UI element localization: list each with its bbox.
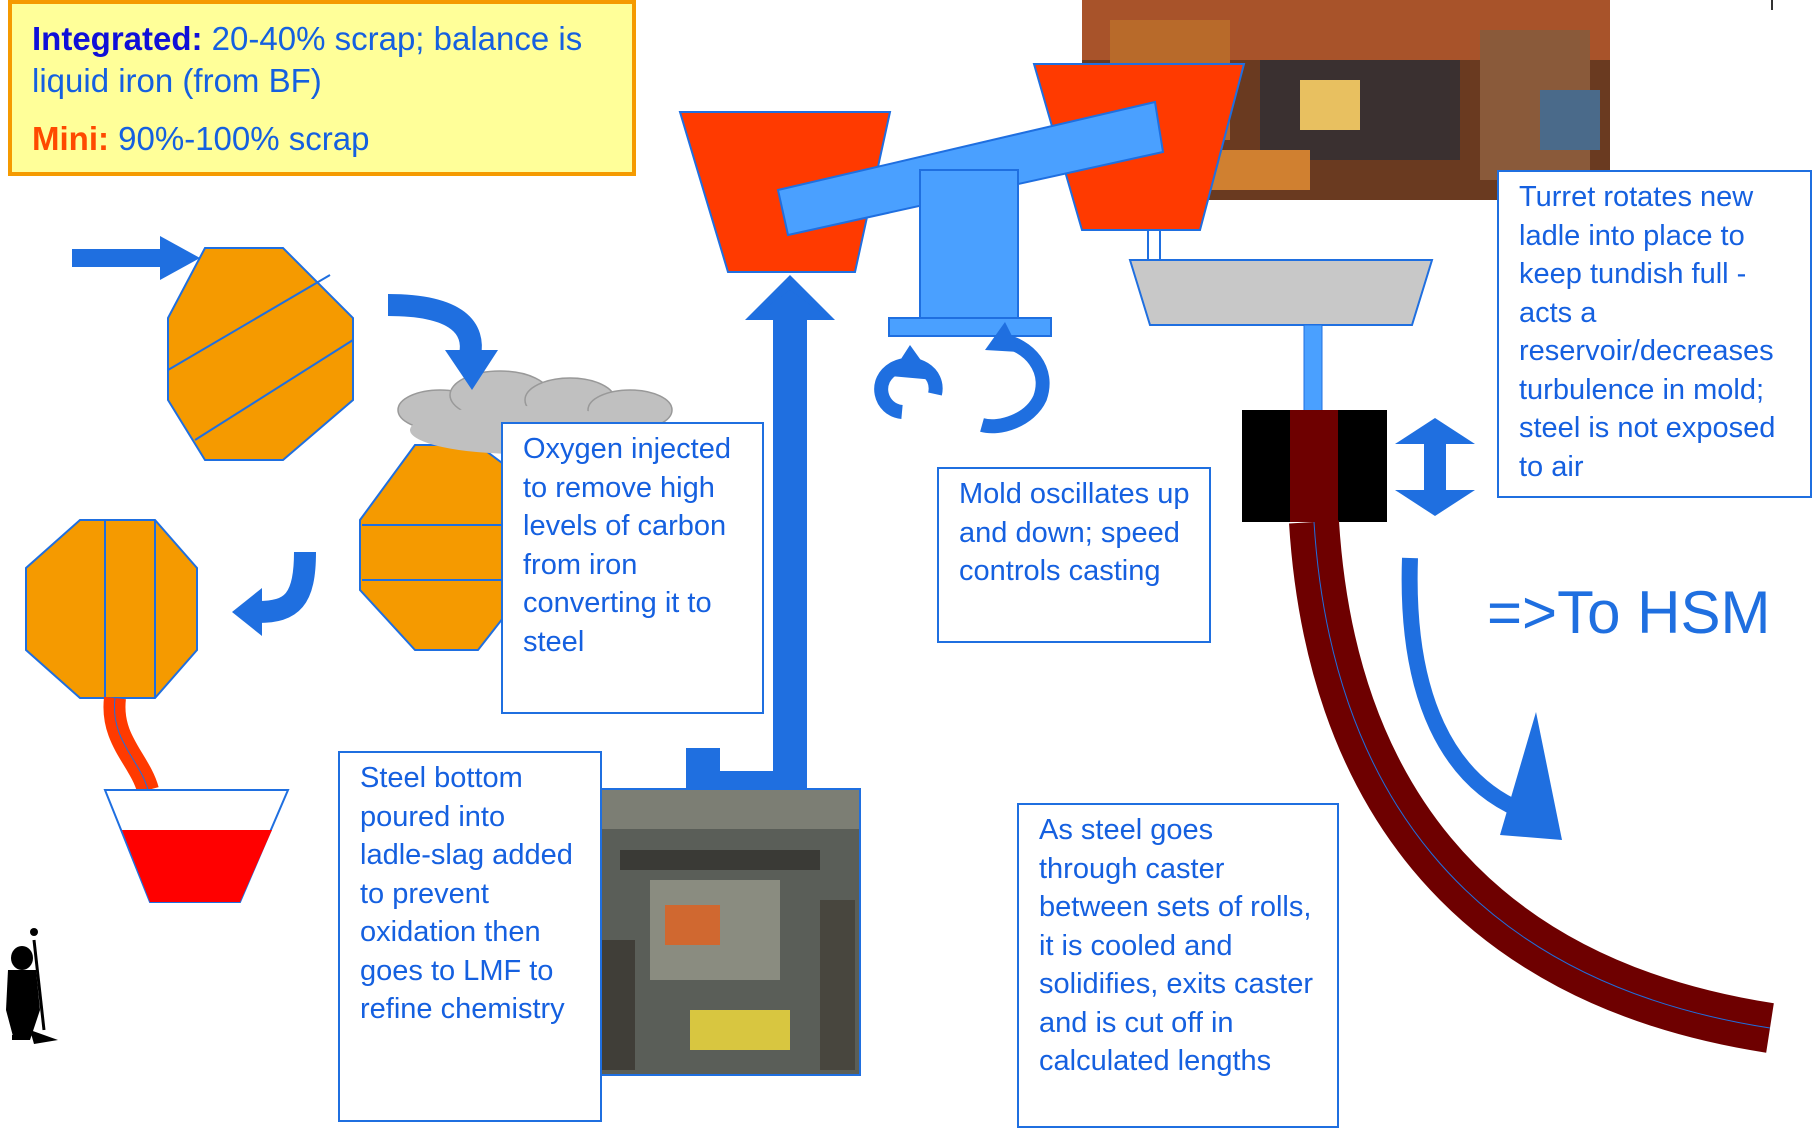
mold bbox=[1242, 410, 1387, 522]
tundish bbox=[1128, 230, 1434, 412]
mini-label: Mini: bbox=[32, 120, 109, 157]
oscillation-arrows-icon bbox=[874, 322, 1050, 434]
ladle bbox=[103, 789, 290, 903]
scrap-info-box: Integrated: 20-40% scrap; balance is liq… bbox=[8, 0, 636, 176]
turret-photo bbox=[1082, 0, 1610, 200]
converter-2 bbox=[359, 444, 526, 651]
mold-callout-text: Mold oscillates up and down; speed contr… bbox=[959, 478, 1190, 587]
turret bbox=[678, 63, 1246, 337]
ladle-callout-text: Steel bottom poured into ladle-slag adde… bbox=[360, 762, 573, 1025]
caster-callout-text: As steel goes through caster between set… bbox=[1039, 814, 1313, 1077]
caster-callout: As steel goes through caster between set… bbox=[1017, 803, 1339, 1128]
mini-text: 90%-100% scrap bbox=[108, 120, 370, 157]
mold-callout: Mold oscillates up and down; speed contr… bbox=[937, 467, 1211, 643]
flow-arrow-head-2 bbox=[232, 588, 262, 636]
flow-arrow-curve-2 bbox=[257, 551, 316, 623]
converter-3 bbox=[25, 519, 198, 699]
oxygen-callout-text: Oxygen injected to remove high levels of… bbox=[523, 433, 731, 658]
ladle-photo bbox=[584, 788, 861, 1076]
worker-silhouette-icon bbox=[6, 928, 58, 1044]
flow-arrow-curve-1 bbox=[387, 294, 482, 358]
flow-arrow-head-1 bbox=[445, 350, 498, 390]
oxygen-callout: Oxygen injected to remove high levels of… bbox=[501, 422, 764, 714]
flow-arrow-in bbox=[72, 236, 200, 280]
integrated-label: Integrated: bbox=[32, 20, 203, 57]
ladle-callout: Steel bottom poured into ladle-slag adde… bbox=[338, 751, 602, 1122]
turret-callout: Turret rotates new ladle into place to k… bbox=[1497, 170, 1812, 498]
converter-1 bbox=[167, 247, 354, 461]
double-arrow-icon bbox=[1395, 418, 1475, 516]
integrated-text: 20-40% scrap; balance is liquid iron (fr… bbox=[32, 20, 583, 99]
hsm-arrow bbox=[1401, 557, 1562, 840]
turret-callout-text: Turret rotates new ladle into place to k… bbox=[1519, 181, 1776, 483]
to-hsm-label: =>To HSM bbox=[1487, 579, 1771, 646]
integrated-line: Integrated: 20-40% scrap; balance is liq… bbox=[32, 18, 614, 102]
mini-line: Mini: 90%-100% scrap bbox=[32, 118, 614, 160]
